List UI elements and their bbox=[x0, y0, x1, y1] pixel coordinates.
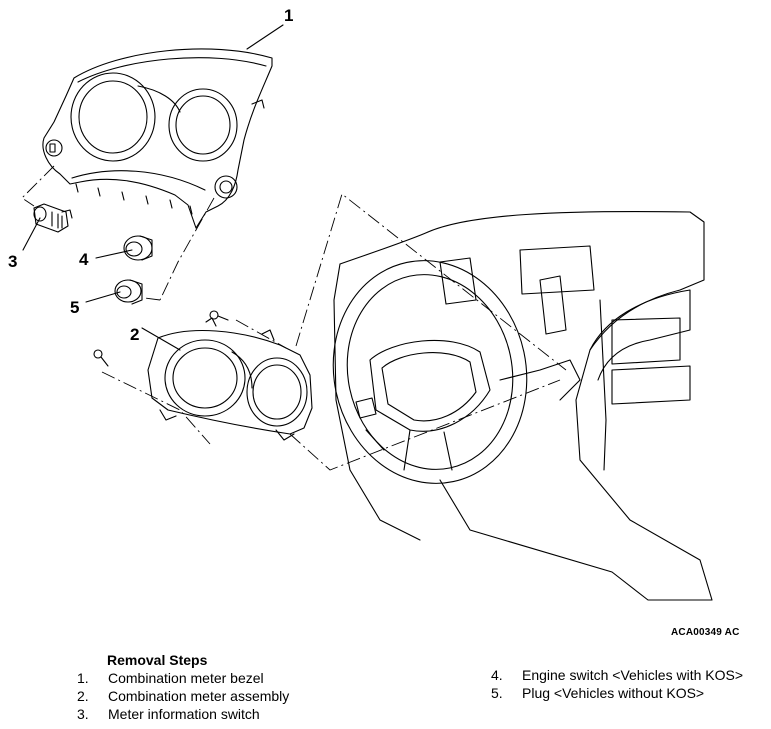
engine-switch-part bbox=[123, 235, 153, 261]
leader-line-1 bbox=[246, 24, 284, 50]
removal-step-number: 2. bbox=[77, 688, 89, 704]
removal-step-label: Engine switch <Vehicles with KOS> bbox=[522, 667, 744, 683]
removal-steps-title: Removal Steps bbox=[107, 652, 208, 668]
removal-step-number: 5. bbox=[491, 685, 503, 701]
steering-wheel bbox=[332, 260, 528, 484]
exploded-view-diagram bbox=[21, 24, 713, 601]
removal-step: 1. Combination meter bezel bbox=[77, 670, 264, 687]
callout-5: 5 bbox=[70, 298, 80, 317]
assembly-lines bbox=[21, 165, 567, 471]
figure-reference-code: ACA00349 AC bbox=[671, 627, 740, 638]
leader-line-4 bbox=[95, 249, 133, 259]
callout-4: 4 bbox=[79, 250, 89, 269]
removal-step-number: 1. bbox=[77, 670, 89, 686]
leader-line-5 bbox=[85, 291, 121, 303]
removal-step: 4. Engine switch <Vehicles with KOS> bbox=[491, 667, 743, 684]
removal-step-number: 3. bbox=[77, 706, 89, 722]
meter-bezel-part bbox=[42, 48, 273, 229]
removal-step-label: Combination meter bezel bbox=[108, 670, 264, 686]
removal-step: 2. Combination meter assembly bbox=[77, 688, 289, 705]
leader-line-2 bbox=[141, 327, 181, 351]
removal-step-label: Plug <Vehicles without KOS> bbox=[522, 685, 705, 701]
removal-step-label: Combination meter assembly bbox=[108, 688, 290, 704]
screw-lower bbox=[93, 349, 109, 367]
plug-part bbox=[114, 279, 143, 305]
removal-step: 5. Plug <Vehicles without KOS> bbox=[491, 685, 704, 702]
meter-information-switch-part bbox=[33, 203, 73, 233]
meter-assembly-part bbox=[147, 317, 313, 441]
removal-step: 3. Meter information switch bbox=[77, 706, 260, 723]
callout-3: 3 bbox=[8, 252, 18, 271]
callout-2: 2 bbox=[130, 325, 140, 344]
removal-step-label: Meter information switch bbox=[108, 706, 260, 722]
removal-step-number: 4. bbox=[491, 667, 503, 683]
instrument-panel bbox=[333, 210, 713, 601]
callout-1: 1 bbox=[284, 6, 294, 25]
leader-line-3 bbox=[22, 217, 41, 251]
screw-upper bbox=[209, 310, 229, 321]
